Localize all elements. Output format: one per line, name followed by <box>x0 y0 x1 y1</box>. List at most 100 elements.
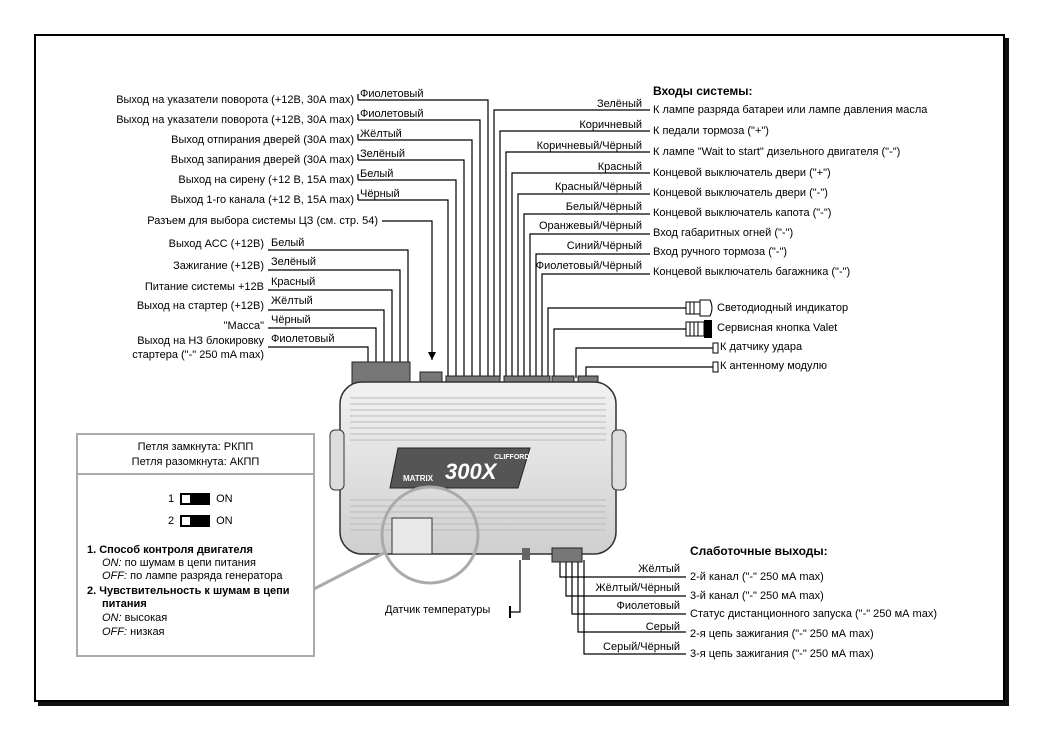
wire-valet <box>553 328 686 378</box>
left-power-desc: Зажигание (+12В) <box>173 260 264 272</box>
left-output-desc: Выход на сирену (+12 В, 15А max) <box>178 174 354 186</box>
shock-sensor-plug <box>712 342 719 354</box>
led-label: Светодиодный индикатор <box>717 302 849 314</box>
item1-title: 1. Способ контроля двигателя <box>87 544 253 556</box>
loop-open-text: Петля разомкнута: АКПП <box>131 456 260 468</box>
switch-toggle-icon <box>180 493 211 505</box>
temperature-sensor-label: Датчик температуры <box>385 604 491 616</box>
alarm-unit <box>329 381 627 563</box>
wire-ground <box>268 327 377 362</box>
low-output-color: Жёлтый <box>638 563 680 575</box>
left-power-color: Зелёный <box>271 256 317 268</box>
wire-in-1 <box>493 109 650 378</box>
left-output-color: Фиолетовый <box>360 108 424 120</box>
low-output-color: Серый <box>645 621 680 633</box>
item2-off: OFF: низкая <box>102 626 165 639</box>
wire-power <box>268 289 393 362</box>
left-power-color: Чёрный <box>271 314 311 326</box>
wire-antenna <box>585 366 713 378</box>
input-desc: К лампе разряда батареи или лампе давлен… <box>653 104 928 116</box>
input-desc: Концевой выключатель двери ("+") <box>653 167 831 179</box>
dip-switch-callout <box>311 485 480 592</box>
wire-acc <box>268 249 409 362</box>
item2-title-b: питания <box>102 598 147 610</box>
item1-on-key: ON: <box>102 557 122 569</box>
wire-in-5 <box>517 193 650 378</box>
item1-off: OFF: по лампе разряда генератора <box>102 570 283 583</box>
left-output-desc: Выход запирания дверей (30А max) <box>170 154 354 166</box>
wire-lo-4 <box>577 560 686 633</box>
loop-info: Петля замкнута: РКПП Петля разомкнута: А… <box>78 435 313 475</box>
input-color: Коричневый/Чёрный <box>536 140 642 152</box>
wire-in-9 <box>541 273 650 378</box>
dip-switch-1-label: ON <box>216 493 233 505</box>
low-output-desc: 3-й канал ("-" 250 мА max) <box>690 590 824 602</box>
cz-arrow <box>428 352 436 360</box>
left-output-color: Жёлтый <box>360 128 402 140</box>
starter-block-color: Фиолетовый <box>271 333 335 345</box>
wire-shock <box>575 347 713 378</box>
left-output-desc: Выход на указатели поворота (+12В, 30А m… <box>116 94 354 106</box>
input-color: Фиолетовый/Чёрный <box>535 260 642 272</box>
led-indicator-icon <box>685 299 713 317</box>
left-output-color: Чёрный <box>360 188 400 200</box>
input-desc: Вход ручного тормоза ("-") <box>653 246 788 258</box>
wire-siren <box>358 179 457 378</box>
wire-lock <box>358 159 465 378</box>
left-output-color: Белый <box>360 168 394 180</box>
low-output-color: Серый/Чёрный <box>603 641 680 653</box>
starter-block-line1: Выход на НЗ блокировку <box>137 335 264 347</box>
wire-in-3 <box>505 151 650 378</box>
wire-ignition <box>268 269 401 362</box>
wire-in-8 <box>535 253 650 378</box>
device-model-prefix: MATRIX <box>403 474 434 483</box>
antenna-plug <box>712 361 719 373</box>
item1-on: ON: по шумам в цепи питания <box>102 557 256 570</box>
wire-starter-block <box>268 346 369 362</box>
starter-block-line2: стартера ("-" 250 mA max) <box>132 349 264 361</box>
wire-in-7 <box>529 233 650 378</box>
wire-lo-1 <box>559 560 686 578</box>
low-output-desc: Статус дистанционного запуска ("-" 250 м… <box>690 608 937 620</box>
dip-switch-2-number: 2 <box>168 515 175 527</box>
antenna-label: К антенному модулю <box>720 360 827 372</box>
connector-blocks <box>351 361 599 387</box>
cz-connector-label: Разъем для выбора системы ЦЗ (см. стр. 5… <box>147 215 378 227</box>
left-power-desc: "Масса" <box>223 320 264 332</box>
dip-switch-1: 1 ON <box>168 493 233 505</box>
wire-channel1 <box>358 199 449 378</box>
left-power-desc: Выход АСС (+12В) <box>168 238 264 250</box>
left-power-color: Красный <box>271 276 316 288</box>
left-power-color: Белый <box>271 237 305 249</box>
item1-off-text: по лампе разряда генератора <box>130 570 283 582</box>
item2-title-a: 2. Чувствительность к шумам в цепи <box>87 585 290 597</box>
shock-label: К датчику удара <box>720 341 803 353</box>
low-output-desc: 2-я цепь зажигания ("-" 250 мА max) <box>690 628 874 640</box>
item1-off-key: OFF: <box>102 570 128 582</box>
device-model: 300X <box>445 459 497 484</box>
wire-lo-5 <box>583 560 686 655</box>
left-output-desc: Выход 1-го канала (+12 В, 15А max) <box>170 194 354 206</box>
valet-button-icon <box>685 320 712 338</box>
input-color: Красный <box>597 161 642 173</box>
left-power-desc: Питание системы +12В <box>144 281 264 293</box>
wire-in-2 <box>499 130 650 378</box>
loop-closed-text: Петля замкнута: РКПП <box>137 441 254 453</box>
wire-unlock <box>358 139 473 378</box>
wire-led <box>547 307 686 378</box>
inputs-title: Входы системы: <box>653 84 753 98</box>
left-power-desc: Выход на стартер (+12В) <box>136 300 264 312</box>
dip-switch-2: 2 ON <box>168 515 233 527</box>
dip-switch-panel: Петля замкнута: РКПП Петля разомкнута: А… <box>76 433 315 657</box>
wire-in-4 <box>511 172 650 378</box>
input-color: Зелёный <box>596 98 642 110</box>
wires <box>268 94 713 655</box>
input-desc: Концевой выключатель двери ("-") <box>653 187 828 199</box>
left-output-desc: Выход отпирания дверей (30А max) <box>171 134 354 146</box>
input-color: Синий/Чёрный <box>566 240 642 252</box>
input-desc: Концевой выключатель багажника ("-") <box>653 266 851 278</box>
low-output-color: Фиолетовый <box>616 600 680 612</box>
item2-off-key: OFF: <box>102 626 128 638</box>
low-outputs-title: Слаботочные выходы: <box>690 544 828 558</box>
